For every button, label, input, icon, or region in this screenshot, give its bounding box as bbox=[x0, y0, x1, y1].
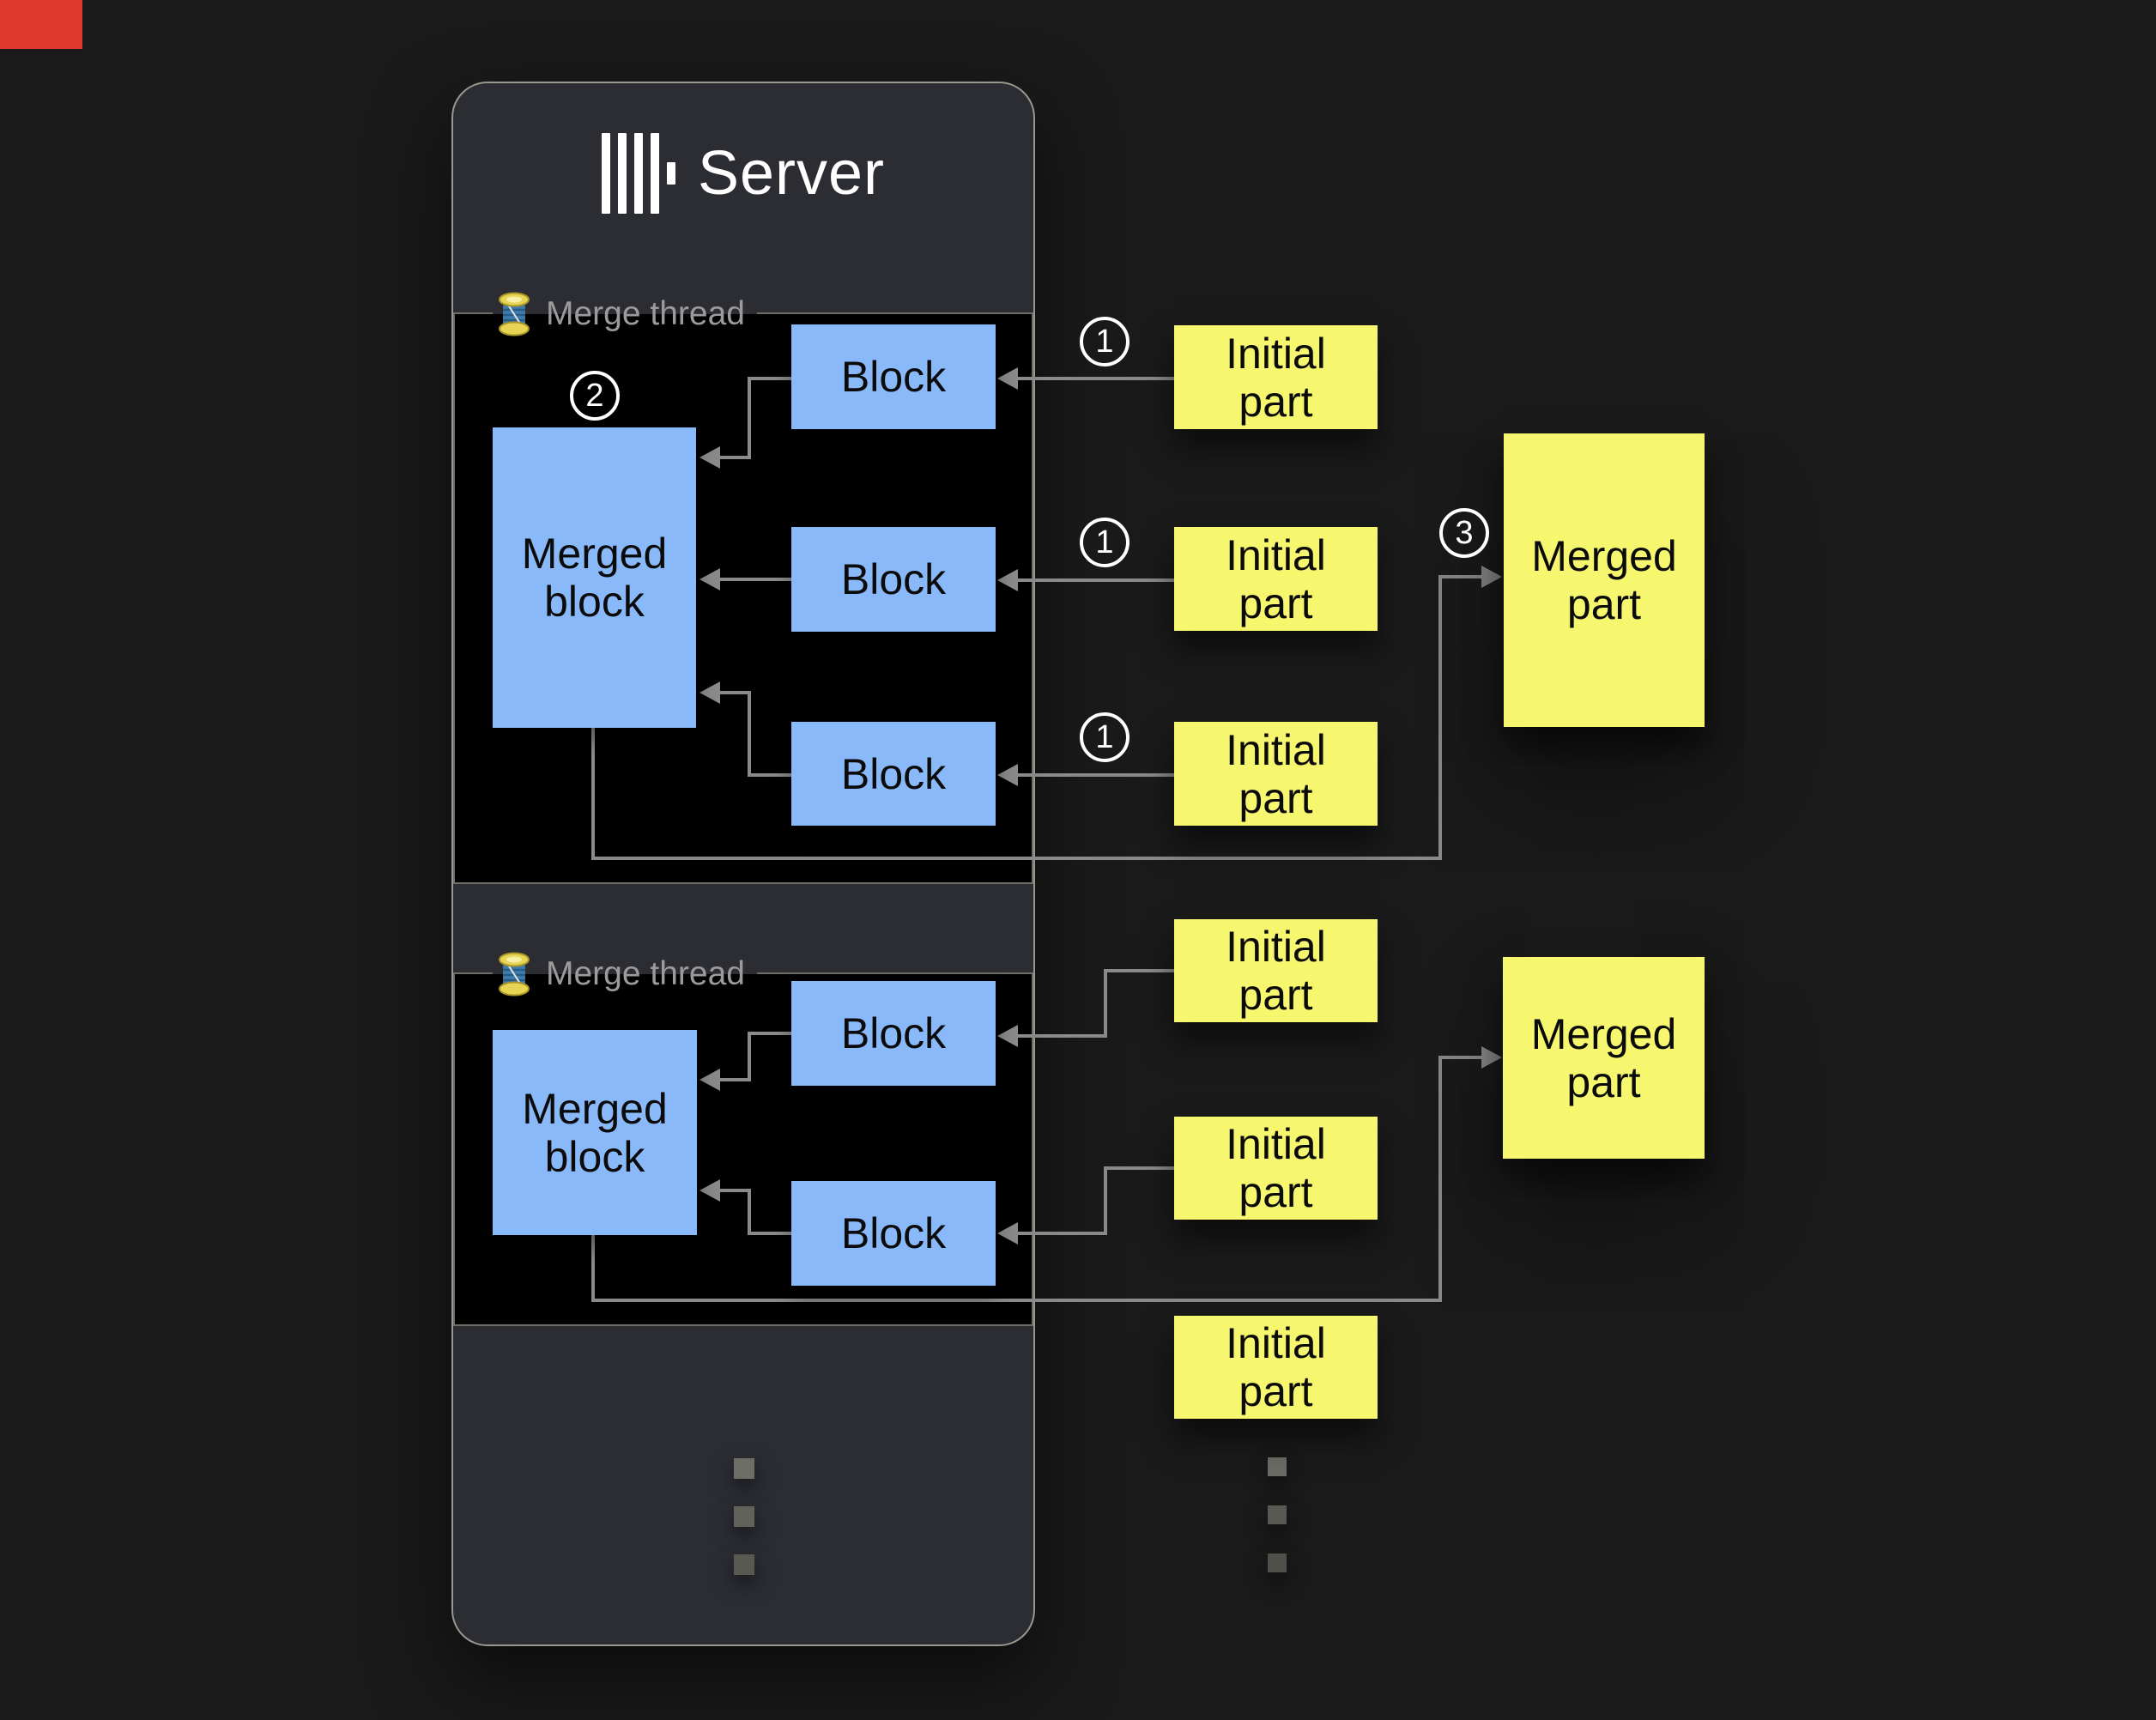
arrow-initial3-to-block3-head bbox=[997, 764, 1018, 786]
arrow-block5-to-merged-line bbox=[748, 1232, 791, 1235]
step-badge-2: 2 bbox=[570, 371, 620, 421]
arrow-block2-to-merged-head bbox=[699, 568, 720, 590]
arrow-mergedblock2-to-mergedpart2-line bbox=[591, 1235, 595, 1302]
arrow-mergedblock1-to-mergedpart1-head bbox=[1481, 566, 1502, 588]
merged-part-label: Merged part bbox=[1531, 532, 1677, 628]
arrow-initial2-to-block2-head bbox=[997, 569, 1018, 591]
block-label: Block bbox=[840, 1009, 947, 1057]
server-header: Server bbox=[453, 118, 1033, 229]
red-corner-marker bbox=[0, 0, 82, 49]
arrow-initial4-to-block4-head bbox=[997, 1025, 1018, 1047]
arrow-block5-to-merged-line bbox=[748, 1189, 751, 1235]
merge-thread-legend-1: Merge thread bbox=[493, 290, 757, 338]
initial-part-5: Initial part bbox=[1174, 1117, 1378, 1220]
merged-part-1: Merged part bbox=[1504, 433, 1705, 727]
arrow-block1-to-merged-line bbox=[720, 456, 751, 459]
arrow-block2-to-merged-line bbox=[720, 578, 791, 581]
arrow-block4-to-merged-head bbox=[699, 1069, 720, 1091]
merged-part-label: Merged part bbox=[1530, 1009, 1677, 1106]
merge-thread-legend-2: Merge thread bbox=[493, 950, 757, 998]
merge-thread-label: Merge thread bbox=[546, 295, 745, 332]
merged-block-2: Merged block bbox=[493, 1030, 697, 1235]
arrow-initial3-to-block3-line bbox=[1018, 773, 1174, 777]
arrow-mergedblock1-to-mergedpart1-line bbox=[1438, 575, 1483, 578]
arrow-block3-to-merged-line bbox=[748, 773, 791, 777]
arrow-block1-to-merged-head bbox=[699, 446, 720, 469]
arrow-mergedblock2-to-mergedpart2-line bbox=[591, 1299, 1442, 1302]
arrow-block4-to-merged-line bbox=[720, 1078, 751, 1081]
arrow-mergedblock2-to-mergedpart2-head bbox=[1481, 1046, 1502, 1069]
block-5: Block bbox=[791, 1181, 996, 1286]
arrow-mergedblock2-to-mergedpart2-line bbox=[1438, 1056, 1483, 1059]
arrow-initial4-to-block4-line bbox=[1104, 969, 1174, 972]
step-number: 1 bbox=[1095, 323, 1114, 360]
block-label: Block bbox=[840, 749, 947, 798]
initial-part-4: Initial part bbox=[1174, 919, 1378, 1022]
arrow-block3-to-merged-head bbox=[699, 681, 720, 704]
arrow-initial5-to-block5-line bbox=[1018, 1232, 1107, 1235]
arrow-mergedblock1-to-mergedpart1-line bbox=[591, 857, 1442, 860]
initial-part-label: Initial part bbox=[1226, 1319, 1326, 1415]
clickhouse-logo-icon bbox=[601, 133, 675, 214]
block-label: Block bbox=[840, 353, 947, 401]
arrow-block5-to-merged-head bbox=[699, 1179, 720, 1202]
initial-part-label: Initial part bbox=[1226, 530, 1326, 627]
arrow-initial2-to-block2-line bbox=[1018, 578, 1174, 582]
block-1: Block bbox=[791, 324, 996, 429]
step-badge-1b: 1 bbox=[1080, 518, 1129, 567]
initial-part-label: Initial part bbox=[1226, 725, 1326, 822]
arrow-block4-to-merged-line bbox=[748, 1032, 751, 1081]
arrow-mergedblock2-to-mergedpart2-line bbox=[1438, 1057, 1442, 1300]
initial-part-2: Initial part bbox=[1174, 527, 1378, 631]
arrow-initial4-to-block4-line bbox=[1018, 1034, 1107, 1038]
initial-part-label: Initial part bbox=[1226, 923, 1326, 1019]
block-label: Block bbox=[840, 1209, 947, 1257]
arrow-block4-to-merged-line bbox=[748, 1032, 791, 1035]
arrow-block3-to-merged-line bbox=[720, 691, 751, 694]
arrow-initial5-to-block5-line bbox=[1104, 1166, 1107, 1235]
block-4: Block bbox=[791, 981, 996, 1086]
arrow-initial5-to-block5-head bbox=[997, 1222, 1018, 1245]
step-number: 3 bbox=[1455, 514, 1474, 551]
merged-part-2: Merged part bbox=[1503, 957, 1705, 1159]
step-number: 1 bbox=[1095, 524, 1114, 560]
step-number: 2 bbox=[585, 377, 604, 414]
initial-part-label: Initial part bbox=[1226, 329, 1326, 426]
arrow-block1-to-merged-line bbox=[748, 377, 791, 380]
arrow-mergedblock1-to-mergedpart1-line bbox=[1438, 577, 1442, 858]
server-title: Server bbox=[697, 139, 886, 208]
arrow-initial1-to-block1-head bbox=[997, 367, 1018, 390]
block-2: Block bbox=[791, 527, 996, 632]
block-label: Block bbox=[840, 555, 947, 603]
step-badge-3: 3 bbox=[1439, 508, 1489, 558]
arrow-initial1-to-block1-line bbox=[1018, 377, 1174, 380]
initial-part-label: Initial part bbox=[1226, 1120, 1326, 1216]
arrow-initial4-to-block4-line bbox=[1104, 969, 1107, 1038]
block-3: Block bbox=[791, 722, 996, 826]
arrow-mergedblock1-to-mergedpart1-line bbox=[591, 728, 595, 860]
merge-thread-label: Merge thread bbox=[546, 955, 745, 992]
initial-part-3: Initial part bbox=[1174, 722, 1378, 826]
step-badge-1a: 1 bbox=[1080, 317, 1129, 366]
merged-block-1: Merged block bbox=[493, 427, 696, 728]
merged-block-label: Merged block bbox=[521, 530, 668, 626]
merged-block-label: Merged block bbox=[522, 1084, 668, 1181]
step-number: 1 bbox=[1095, 718, 1114, 755]
thread-spool-icon bbox=[499, 952, 530, 996]
arrow-initial5-to-block5-line bbox=[1104, 1166, 1174, 1170]
arrow-block1-to-merged-line bbox=[748, 377, 751, 459]
initial-part-6: Initial part bbox=[1174, 1316, 1378, 1419]
step-badge-1c: 1 bbox=[1080, 712, 1129, 762]
initial-part-1: Initial part bbox=[1174, 325, 1378, 429]
thread-spool-icon bbox=[499, 292, 530, 336]
arrow-block5-to-merged-line bbox=[720, 1189, 751, 1192]
arrow-block3-to-merged-line bbox=[748, 691, 751, 775]
